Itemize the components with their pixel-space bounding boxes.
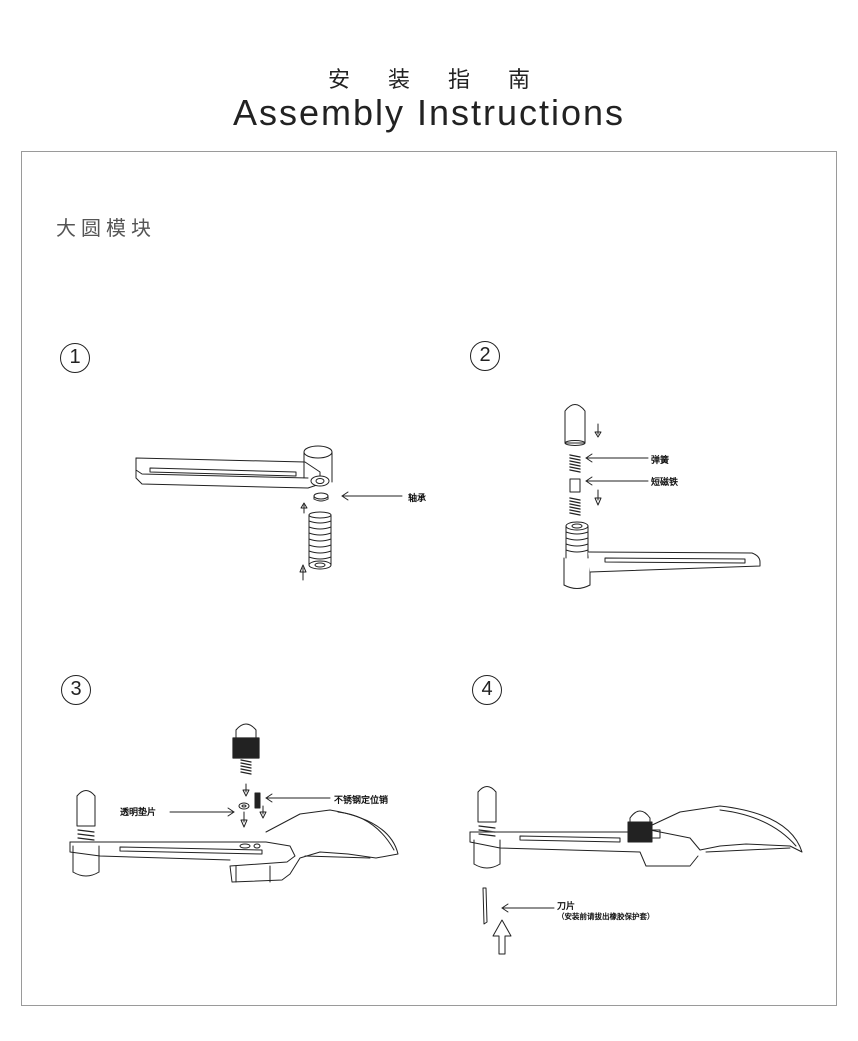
- label-bearing: 轴承: [408, 494, 427, 504]
- step-2-number: 2: [470, 341, 500, 371]
- section-title: 大圆模块: [56, 216, 156, 240]
- step-1-diagram: [135, 445, 403, 581]
- label-blade-note: （安装前请拔出橡胶保护套）: [557, 912, 655, 921]
- label-blade: 刀片: [557, 902, 576, 912]
- label-clear-washer: 透明垫片: [120, 808, 157, 818]
- step-1-number: 1: [60, 343, 90, 373]
- step-3-number: 3: [61, 675, 91, 705]
- label-steel-pin: 不锈钢定位销: [334, 796, 389, 806]
- step-2-diagram: [563, 404, 761, 589]
- title-chinese: 安装指南: [327, 68, 568, 93]
- instruction-frame: [21, 151, 837, 1006]
- step-4-number: 4: [472, 675, 502, 705]
- label-spring: 弹簧: [651, 456, 670, 466]
- step-4-diagram: [469, 786, 803, 955]
- shaft-threads: [308, 511, 332, 570]
- step-3-diagram: [69, 723, 399, 883]
- label-short-magnet: 短磁铁: [651, 478, 679, 488]
- title-english: Assembly Instructions: [232, 92, 626, 133]
